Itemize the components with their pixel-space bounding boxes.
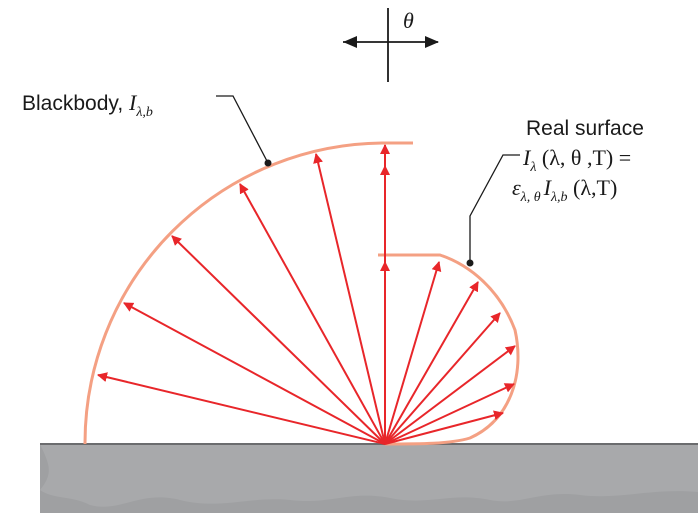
svg-text:Blackbody, Iλ,b: Blackbody, Iλ,b xyxy=(22,90,153,120)
real-arrow-3 xyxy=(384,281,479,445)
real-surface-title: Real surface xyxy=(526,117,644,140)
blackbody-arrows xyxy=(97,144,390,445)
blackbody-label: Blackbody, Iλ,b xyxy=(22,90,272,167)
blackbody-leader xyxy=(216,95,269,164)
blackbody-subscript: λ,b xyxy=(135,105,153,120)
theta-symbol: θ xyxy=(403,8,414,33)
real-arrow-7 xyxy=(384,410,504,445)
blackbody-curve xyxy=(83,141,413,445)
bb-arrow-2 xyxy=(123,302,386,445)
real-line2-symbol: I xyxy=(522,145,532,170)
real-line3-args: (λ,T) xyxy=(568,175,618,200)
real-arrow-6 xyxy=(384,383,515,445)
real-surface-leader xyxy=(469,154,520,262)
real-arrow-2 xyxy=(384,261,442,445)
blackbody-prefix: Blackbody, xyxy=(22,92,129,115)
real-line3-symbol2: I xyxy=(543,175,553,200)
svg-text:Iλ (λ, θ ,T) =: Iλ (λ, θ ,T) = xyxy=(522,145,631,175)
blackbody-symbol: I xyxy=(128,90,138,115)
svg-text:ελ, θIλ,b (λ,T): ελ, θIλ,b (λ,T) xyxy=(512,175,617,205)
bb-arrow-1 xyxy=(97,372,386,445)
real-arrow-4 xyxy=(384,312,501,445)
theta-indicator: θ xyxy=(343,8,439,82)
bb-arrow-4 xyxy=(239,183,386,445)
real-line2-subscript: λ xyxy=(529,160,536,175)
bb-arrow-3 xyxy=(171,235,386,445)
real-line3-subscript2: λ,b xyxy=(550,190,568,205)
real-line3-subscript: λ, θ xyxy=(520,190,541,205)
real-line3-symbol: ε xyxy=(512,175,521,200)
real-arrows xyxy=(380,261,516,445)
ground-surface xyxy=(40,443,698,513)
real-line2-args: (λ, θ ,T) = xyxy=(536,145,631,170)
bb-arrow-5 xyxy=(313,153,386,445)
real-arrow-5 xyxy=(384,345,516,445)
